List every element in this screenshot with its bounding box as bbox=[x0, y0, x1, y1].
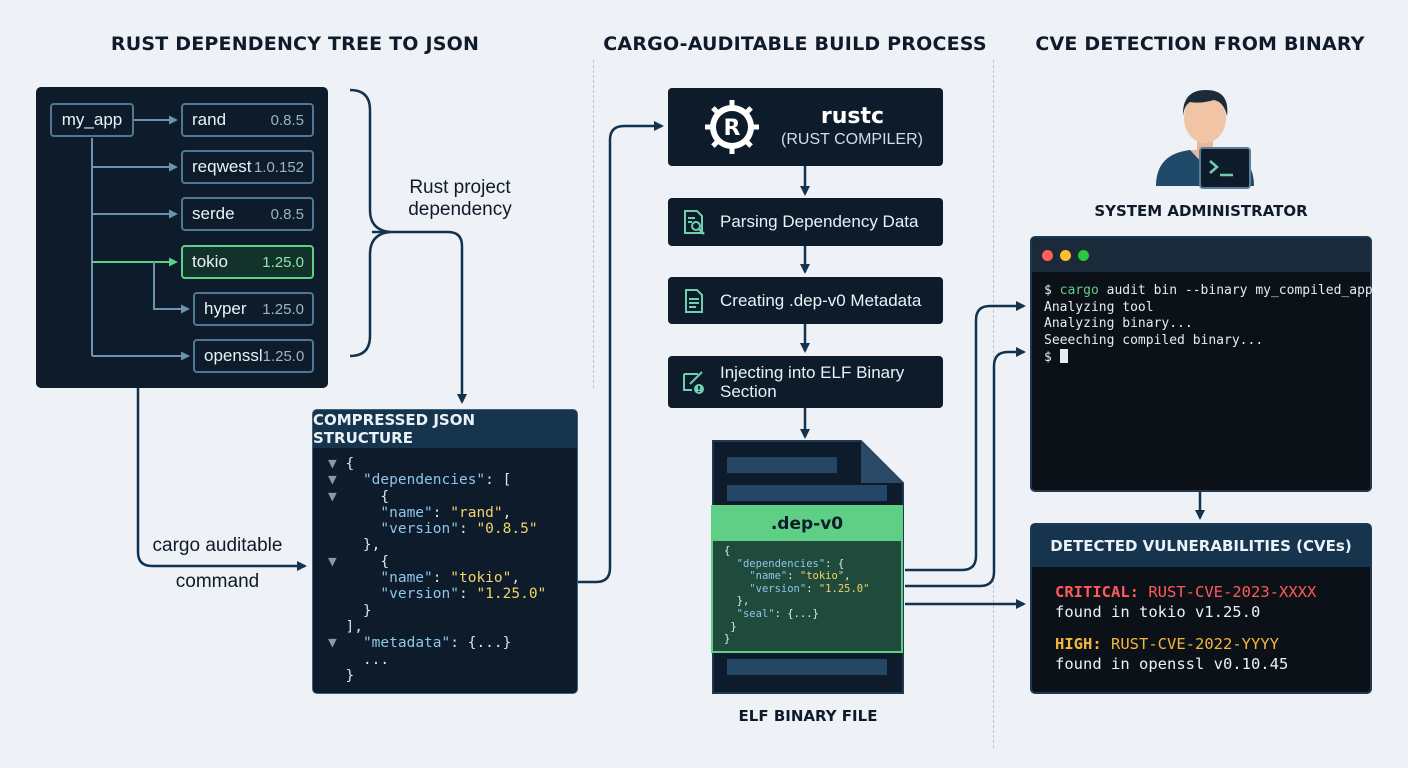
step-parsing: Parsing Dependency Data bbox=[668, 198, 943, 246]
vuln-severity-high: HIGH: bbox=[1055, 635, 1102, 653]
tree-node-tokio: tokio 1.25.0 bbox=[181, 245, 314, 279]
json-structure-panel: COMPRESSED JSON STRUCTURE bbox=[312, 409, 578, 694]
terminal-line: Analyzing tool bbox=[1044, 299, 1154, 315]
tree-node-name: tokio bbox=[192, 252, 228, 271]
terminal-title-bar bbox=[1032, 238, 1370, 272]
dep-v0-header: .dep-v0 bbox=[713, 507, 901, 541]
dep-v0-section: .dep-v0 bbox=[711, 505, 903, 653]
vuln-id: RUST-CVE-2023-XXXX bbox=[1148, 583, 1317, 601]
arrow-json-to-rustc bbox=[578, 121, 664, 584]
tree-node-name: serde bbox=[192, 204, 235, 223]
tree-node-name: rand bbox=[192, 110, 227, 129]
close-dot-icon[interactable] bbox=[1042, 250, 1053, 261]
vulnerabilities-panel: DETECTED VULNERABILITIES (CVEs) bbox=[1030, 523, 1372, 694]
dep-v0-title: .dep-v0 bbox=[770, 514, 844, 534]
terminal-window[interactable] bbox=[1030, 236, 1372, 492]
document-icon bbox=[685, 288, 703, 313]
vuln-item-critical: CRITICAL: RUST-CVE-2023-XXXX found in to… bbox=[1055, 582, 1316, 622]
vuln-id: RUST-CVE-2022-YYYY bbox=[1111, 635, 1279, 653]
tree-node-openssl: openssl 1.25.0 bbox=[193, 339, 314, 373]
step-injecting: Injecting into ELF Binary Section bbox=[668, 356, 943, 408]
left-section-title: RUST DEPENDENCY TREE TO JSON bbox=[110, 33, 480, 55]
arrow-tree-to-json bbox=[136, 388, 307, 571]
dependency-tree-panel bbox=[36, 87, 328, 388]
terminal-line: Analyzing binary... bbox=[1044, 316, 1193, 331]
minimize-dot-icon[interactable] bbox=[1060, 250, 1071, 261]
divider-left bbox=[593, 60, 594, 388]
inject-icon bbox=[683, 371, 704, 394]
tree-node-name: hyper bbox=[204, 299, 247, 318]
svg-text:R: R bbox=[724, 116, 741, 141]
brace-label-line1: Rust project bbox=[409, 177, 511, 198]
tree-node-rand: rand 0.8.5 bbox=[181, 103, 314, 137]
vulnerabilities-header: DETECTED VULNERABILITIES (CVEs) bbox=[1032, 525, 1370, 567]
tree-node-root: my_app bbox=[50, 103, 134, 137]
tree-node-version: 1.25.0 bbox=[262, 347, 305, 365]
tree-node-reqwest: reqwest 1.0.152 bbox=[181, 150, 314, 184]
middle-section-title: CARGO-AUDITABLE BUILD PROCESS bbox=[603, 33, 987, 55]
command-label-line2: command bbox=[175, 571, 260, 592]
terminal-cmd: cargo bbox=[1059, 283, 1099, 298]
tree-node-serde: serde 0.8.5 bbox=[181, 197, 314, 231]
tree-node-version: 1.25.0 bbox=[262, 253, 304, 271]
vuln-item-high: HIGH: RUST-CVE-2022-YYYY found in openss… bbox=[1055, 634, 1288, 674]
json-panel-header: COMPRESSED JSON STRUCTURE bbox=[313, 410, 577, 448]
system-administrator-icon bbox=[1156, 90, 1254, 189]
tree-node-version: 0.8.5 bbox=[270, 111, 304, 129]
tree-node-name: openssl bbox=[204, 346, 263, 365]
tree-node-version: 1.25.0 bbox=[262, 300, 304, 318]
brace-label-line2: dependency bbox=[408, 199, 512, 220]
elf-file-caption: ELF BINARY FILE bbox=[738, 707, 878, 725]
vuln-found: found in openssl v0.10.45 bbox=[1055, 655, 1289, 673]
terminal-line-command: $ cargo audit bin --binary my_compiled_a… bbox=[1044, 283, 1373, 298]
tree-node-name: reqwest bbox=[192, 157, 252, 176]
json-panel-title: COMPRESSED JSON STRUCTURE bbox=[313, 411, 476, 447]
vuln-severity-critical: CRITICAL: bbox=[1055, 583, 1139, 601]
vuln-found: found in tokio v1.25.0 bbox=[1055, 603, 1261, 621]
dep-v0-code: { "dependencies": { "name": "tokio", "ve… bbox=[724, 545, 870, 646]
right-section-title: CVE DETECTION FROM BINARY bbox=[1035, 33, 1365, 55]
terminal-cmd-args: audit bin --binary my_compiled_app bbox=[1098, 283, 1373, 298]
tree-node-root-label: my_app bbox=[61, 110, 123, 129]
system-administrator-label: SYSTEM ADMINISTRATOR bbox=[1094, 202, 1308, 220]
step-parsing-label: Parsing Dependency Data bbox=[720, 212, 919, 231]
step-creating-label: Creating .dep-v0 Metadata bbox=[720, 290, 922, 310]
rustc-subtitle: (RUST COMPILER) bbox=[781, 131, 923, 148]
vulnerabilities-title: DETECTED VULNERABILITIES (CVEs) bbox=[1050, 537, 1352, 555]
json-code-block: ▼ { ▼ "dependencies": [ ▼ { "name": "ran… bbox=[328, 456, 547, 684]
step-injecting-label-line1: Injecting into ELF Binary bbox=[720, 363, 905, 382]
command-label-line1: cargo auditable bbox=[152, 535, 283, 556]
terminal-output: $ cargo audit bin --binary my_compiled_a… bbox=[1044, 283, 1373, 367]
rustc-title: rustc bbox=[820, 104, 885, 129]
arrow-binary-to-terminal-2 bbox=[905, 347, 1026, 588]
terminal-line: Seeeching compiled binary... bbox=[1044, 332, 1264, 348]
terminal-prompt: $ bbox=[1044, 350, 1052, 365]
tree-node-version: 1.0.152 bbox=[253, 158, 304, 176]
tree-node-hyper: hyper 1.25.0 bbox=[193, 292, 314, 326]
step-creating: Creating .dep-v0 Metadata bbox=[668, 277, 943, 324]
step-injecting-label-line2: Section bbox=[720, 382, 777, 401]
maximize-dot-icon[interactable] bbox=[1078, 250, 1089, 261]
terminal-cursor[interactable] bbox=[1059, 349, 1068, 363]
rust-logo-icon: R bbox=[705, 100, 759, 154]
arrow-binary-to-terminal-1 bbox=[905, 301, 1026, 572]
arrow-brace-to-json bbox=[372, 230, 467, 404]
document-search-icon bbox=[684, 210, 705, 235]
tree-node-version: 0.8.5 bbox=[270, 205, 304, 223]
